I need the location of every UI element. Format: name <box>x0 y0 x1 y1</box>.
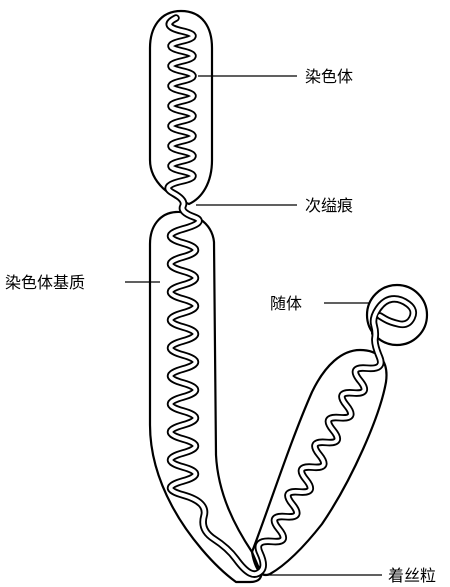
label-satellite: 随体 <box>270 294 302 313</box>
label-centromere: 着丝粒 <box>388 566 436 585</box>
leader-lines <box>125 76 382 575</box>
label-chromosome-matrix: 染色体基质 <box>5 273 85 292</box>
label-secondary-constriction: 次缢痕 <box>305 196 353 215</box>
label-chromosome: 染色体 <box>305 67 353 86</box>
